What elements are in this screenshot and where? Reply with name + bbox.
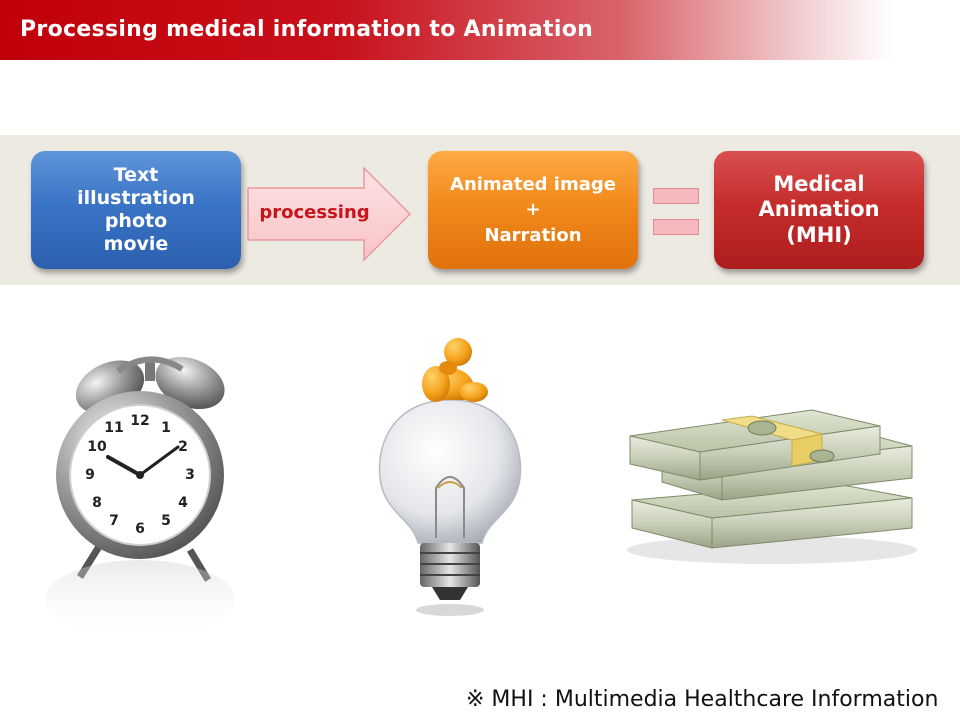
result-line-animation: Animation (758, 197, 880, 222)
animation-output-box: Animated image + Narration (428, 151, 638, 269)
processing-label: processing (259, 202, 370, 223)
title-bar: Processing medical information to Animat… (0, 0, 960, 60)
alarm-clock-icon: 12 1 2 3 4 5 6 7 8 9 10 11 (45, 356, 235, 640)
input-media-box: Text illustration photo movie (31, 151, 241, 269)
svg-text:4: 4 (178, 495, 188, 511)
input-line-illustration: illustration (77, 186, 195, 209)
output-line-narration: Narration (484, 224, 582, 246)
input-line-movie: movie (103, 233, 169, 256)
result-line-mhi: (MHI) (786, 222, 852, 247)
svg-text:12: 12 (130, 413, 149, 429)
processing-arrow (247, 166, 412, 262)
equals-sign-top-bar (653, 188, 699, 204)
svg-text:6: 6 (135, 521, 145, 537)
output-line-animated-image: Animated image (450, 174, 616, 196)
svg-text:9: 9 (85, 467, 95, 483)
input-line-photo: photo (104, 210, 168, 232)
result-line-medical: Medical (773, 171, 865, 196)
svg-text:3: 3 (185, 467, 195, 483)
svg-text:10: 10 (87, 439, 107, 455)
footnote: ※ MHI : Multimedia Healthcare Informatio… (466, 687, 939, 712)
medical-animation-box: Medical Animation (MHI) (714, 151, 924, 269)
thinker-light-bulb-icon (378, 338, 522, 616)
svg-text:7: 7 (109, 513, 119, 529)
svg-text:8: 8 (92, 495, 102, 511)
input-line-text: Text (113, 163, 159, 186)
money-stacks-icon (627, 409, 917, 564)
svg-text:1: 1 (161, 420, 171, 436)
equals-sign-bottom-bar (653, 219, 699, 235)
svg-text:5: 5 (161, 513, 171, 529)
svg-text:11: 11 (104, 420, 123, 436)
svg-text:2: 2 (178, 439, 188, 455)
slide-title: Processing medical information to Animat… (20, 17, 594, 42)
output-line-plus: + (525, 199, 541, 221)
